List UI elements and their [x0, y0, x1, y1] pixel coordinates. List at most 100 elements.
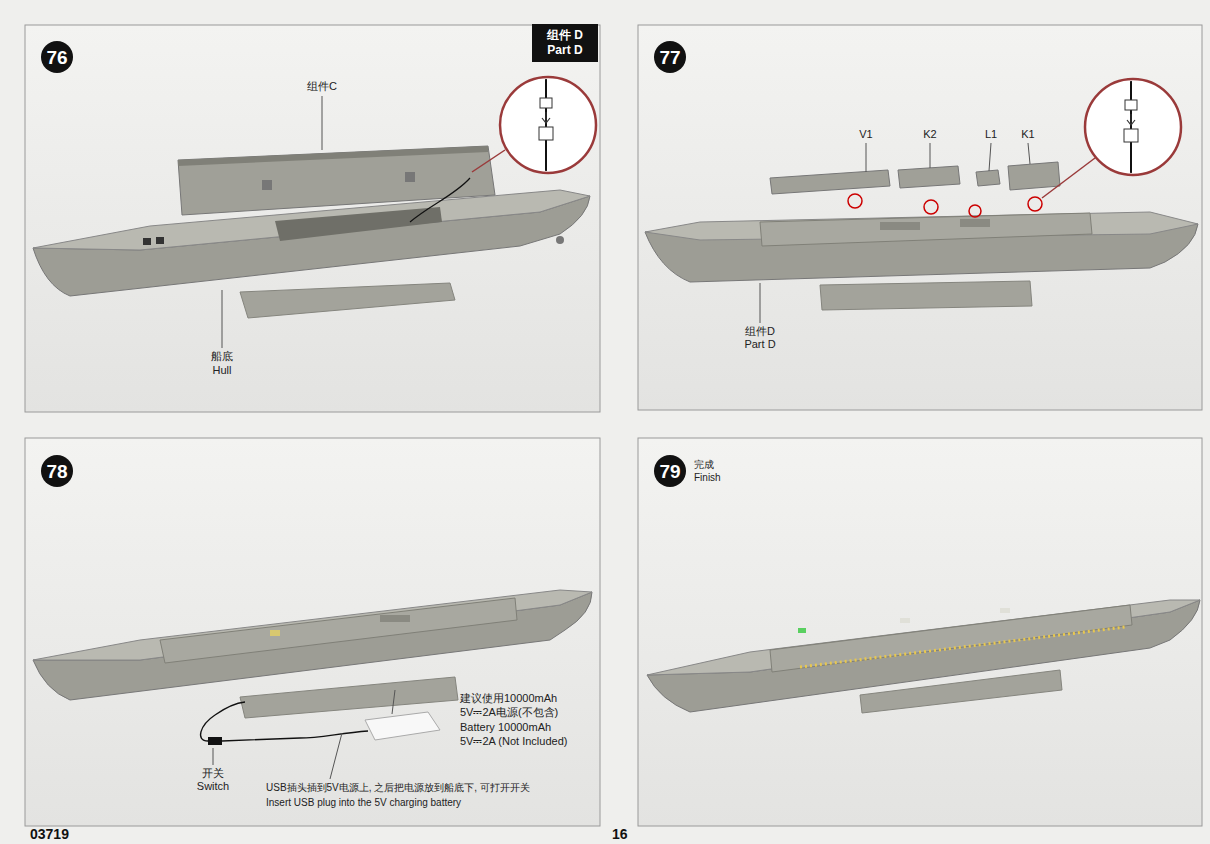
- hull-deck: [647, 600, 1200, 675]
- part-v1: [770, 170, 890, 194]
- part-tag: 组件 D Part D: [532, 24, 598, 62]
- callout-circle: [500, 77, 596, 173]
- leader-line: [930, 143, 931, 168]
- part-name: Hull: [213, 364, 232, 377]
- leader-line: [866, 143, 867, 172]
- wire: [410, 178, 470, 222]
- part-l1: [976, 170, 1000, 186]
- arrow: [1127, 114, 1135, 125]
- leader-line: [213, 748, 214, 765]
- note: USB插头插到5V电源上, 之后把电源放到船底下, 可打开开关: [266, 782, 530, 794]
- position-mark: [969, 205, 981, 217]
- position-mark: [848, 194, 862, 208]
- socket: [539, 127, 553, 140]
- hull-assembly-78: [33, 590, 592, 779]
- wire: [1130, 77, 1132, 177]
- finished-ship-79: [647, 600, 1200, 713]
- part-c-top: [178, 146, 488, 166]
- note: 5V⎓2A电源(不包含): [460, 706, 558, 719]
- part-c: [178, 146, 495, 215]
- part-name: 开关: [202, 767, 224, 780]
- deck-detail: [880, 222, 920, 230]
- part-k2: [898, 166, 960, 188]
- plug: [540, 98, 552, 108]
- plug: [1125, 100, 1137, 110]
- superstructure: [160, 598, 517, 663]
- part-name: 组件C: [307, 80, 337, 93]
- propeller: [556, 236, 564, 244]
- step-number: 76: [41, 41, 73, 73]
- display-stand: [820, 281, 1032, 310]
- step-number: 79: [654, 455, 686, 487]
- step-number-text: 78: [46, 462, 67, 481]
- note: Battery 10000mAh: [460, 721, 551, 734]
- leader-line: [322, 96, 323, 150]
- position-mark: [924, 200, 938, 214]
- panel-frame: [25, 438, 600, 826]
- part-number: L1: [985, 128, 997, 141]
- deck-detail: [380, 615, 410, 622]
- connector-detail: [539, 75, 553, 175]
- deck-hatch: [143, 238, 151, 245]
- panel-frame: [638, 438, 1202, 826]
- callout-leader: [472, 150, 505, 172]
- superstructure: [760, 213, 1092, 246]
- leader-line: [392, 690, 395, 714]
- part-number: K1: [1021, 128, 1034, 141]
- part-tag-text: 组件 D Part D: [536, 28, 594, 58]
- hull-side: [647, 600, 1200, 712]
- hull-assembly-76: [33, 75, 596, 348]
- socket: [1124, 129, 1138, 142]
- part-detail: [262, 180, 272, 190]
- panel-frame: [25, 25, 600, 412]
- hull-assembly-77: [645, 77, 1198, 323]
- part-number: K2: [923, 128, 936, 141]
- display-stand: [240, 283, 455, 318]
- callout-leader: [1042, 158, 1095, 198]
- step-title: 完成: [694, 459, 714, 471]
- deck-light: [798, 628, 806, 633]
- deck-detail: [960, 219, 990, 227]
- battery: [365, 712, 440, 740]
- panel-frame: [638, 25, 1202, 410]
- leader-line: [330, 733, 342, 779]
- part-number: V1: [859, 128, 872, 141]
- leader-line: [1028, 143, 1030, 164]
- callout-circle: [1085, 79, 1181, 175]
- step-number-text: 76: [46, 48, 67, 67]
- superstructure: [770, 605, 1132, 672]
- page-number: 16: [612, 826, 628, 843]
- step-number-text: 77: [659, 48, 680, 67]
- note: 5V⎓2A (Not Included): [460, 735, 567, 748]
- panel-frames: [25, 25, 1202, 826]
- deck-light: [900, 618, 910, 623]
- wire: [545, 75, 547, 175]
- step-number: 77: [654, 41, 686, 73]
- part-name: 船底: [211, 350, 233, 363]
- cable: [222, 731, 368, 741]
- leader-line: [989, 143, 991, 171]
- note: Insert USB plug into the 5V charging bat…: [266, 797, 461, 809]
- switch: [208, 737, 222, 745]
- connector-detail: [1124, 77, 1138, 177]
- deck-hatch: [156, 237, 164, 244]
- leader-line: [222, 290, 223, 348]
- position-mark: [1028, 197, 1042, 211]
- deck-light: [1000, 608, 1010, 613]
- light-board: [270, 630, 280, 636]
- cable: [201, 702, 245, 741]
- leader-line: [760, 283, 761, 323]
- step-title: Finish: [694, 472, 721, 484]
- step-number: 78: [41, 455, 73, 487]
- part-detail: [405, 172, 415, 182]
- part-name: Switch: [197, 780, 229, 793]
- kit-number: 03719: [30, 826, 69, 843]
- note: 建议使用10000mAh: [460, 692, 557, 705]
- part-name: 组件D: [745, 325, 775, 338]
- part-name: Part D: [744, 338, 775, 351]
- hull-opening: [275, 207, 442, 241]
- cabin-lights: [800, 627, 1125, 667]
